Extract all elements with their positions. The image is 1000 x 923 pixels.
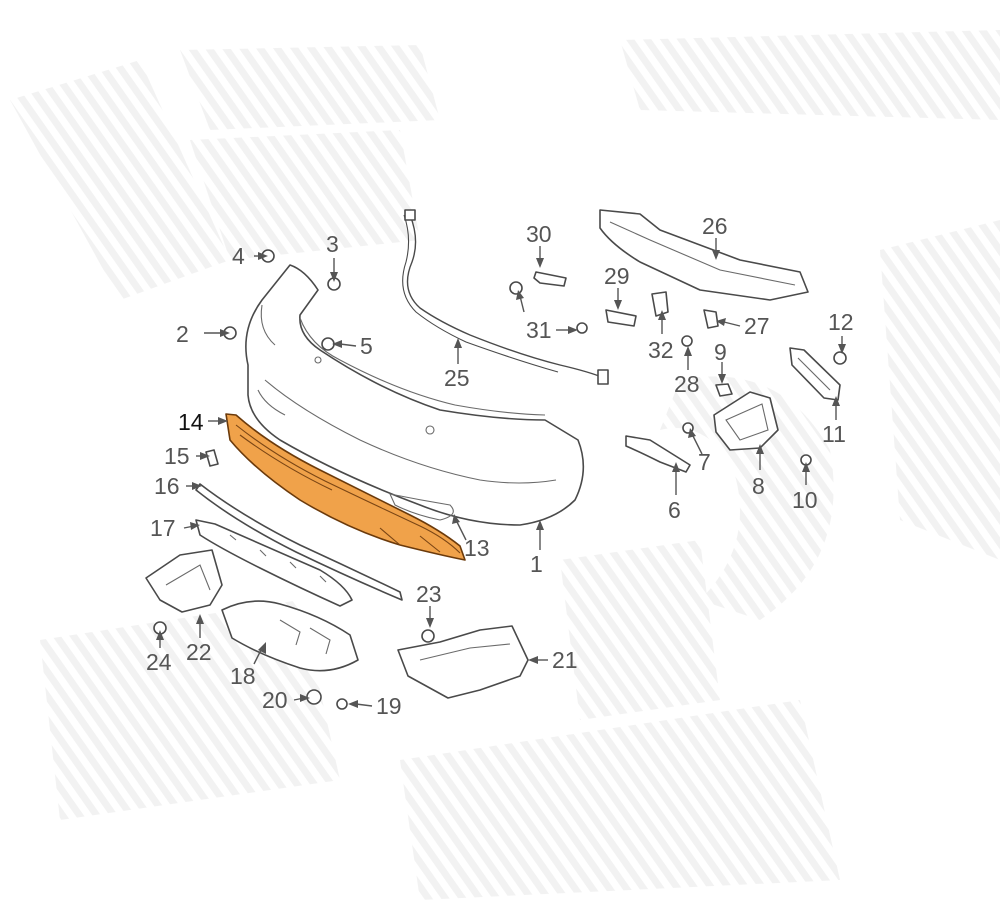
wiring-harness-part <box>402 209 609 385</box>
side-cover-21-part <box>397 625 529 699</box>
callout-3: 3 <box>326 231 339 257</box>
under-cover-22-part <box>145 549 223 613</box>
callout-25: 25 <box>444 365 470 391</box>
callout-32: 32 <box>648 337 674 363</box>
leader-lines <box>156 238 846 708</box>
under-panel-18-part <box>221 600 359 672</box>
bracket-plate-8-part <box>713 391 779 451</box>
callout-18: 18 <box>230 663 256 689</box>
watermark <box>10 30 1000 900</box>
callout-4: 4 <box>232 243 245 269</box>
callout-13: 13 <box>464 535 490 561</box>
callout-30: 30 <box>526 221 552 247</box>
strip-16-part <box>195 483 403 601</box>
callout-1: 1 <box>530 551 543 577</box>
callout-20: 20 <box>262 687 288 713</box>
callout-26: 26 <box>702 213 728 239</box>
callout-24: 24 <box>146 649 172 675</box>
nut-20-icon <box>306 689 322 705</box>
lower-grille-17-part <box>195 519 353 607</box>
bumper-cover-part <box>245 264 585 526</box>
nut-9-part <box>715 383 733 397</box>
callout-12: 12 <box>828 309 854 335</box>
bracket-6-part <box>625 435 691 473</box>
callout-2: 2 <box>176 321 189 347</box>
callout-28: 28 <box>674 371 700 397</box>
bracket-29-part <box>605 309 637 327</box>
callout-22: 22 <box>186 639 212 665</box>
callout-31: 31 <box>526 317 552 343</box>
callout-11: 11 <box>822 421 846 447</box>
fasteners <box>153 249 847 710</box>
bracket-30-part <box>533 271 567 287</box>
clip-27-part <box>703 309 719 329</box>
callout-23: 23 <box>416 581 442 607</box>
screw-19-icon <box>336 698 348 710</box>
callout-8: 8 <box>752 473 765 499</box>
screw-31-icon <box>576 322 588 334</box>
callout-10: 10 <box>792 487 818 513</box>
highlighted-strip-part <box>225 413 466 561</box>
callout-14: 14 <box>178 409 204 435</box>
callout-7: 7 <box>698 449 711 475</box>
callout-17: 17 <box>150 515 176 541</box>
screw-12-icon <box>833 351 847 365</box>
callout-29: 29 <box>604 263 630 289</box>
screw-30-icon <box>509 281 523 295</box>
callout-19: 19 <box>376 693 402 719</box>
clip-32-part <box>651 291 669 317</box>
callout-6: 6 <box>668 497 681 523</box>
callout-9: 9 <box>714 339 727 365</box>
impact-beam-part <box>599 209 809 301</box>
side-bracket-11-part <box>789 347 841 401</box>
clip-15-icon <box>205 449 219 467</box>
callout-27: 27 <box>744 313 770 339</box>
callout-5: 5 <box>360 333 373 359</box>
clip-23-icon <box>421 629 435 643</box>
callout-21: 21 <box>552 647 578 673</box>
screw-28-icon <box>681 335 693 347</box>
callout-16: 16 <box>154 473 180 499</box>
callout-labels: 1 2 3 4 5 6 7 8 9 10 11 12 13 14 15 16 1… <box>146 213 854 719</box>
callout-15: 15 <box>164 443 190 469</box>
